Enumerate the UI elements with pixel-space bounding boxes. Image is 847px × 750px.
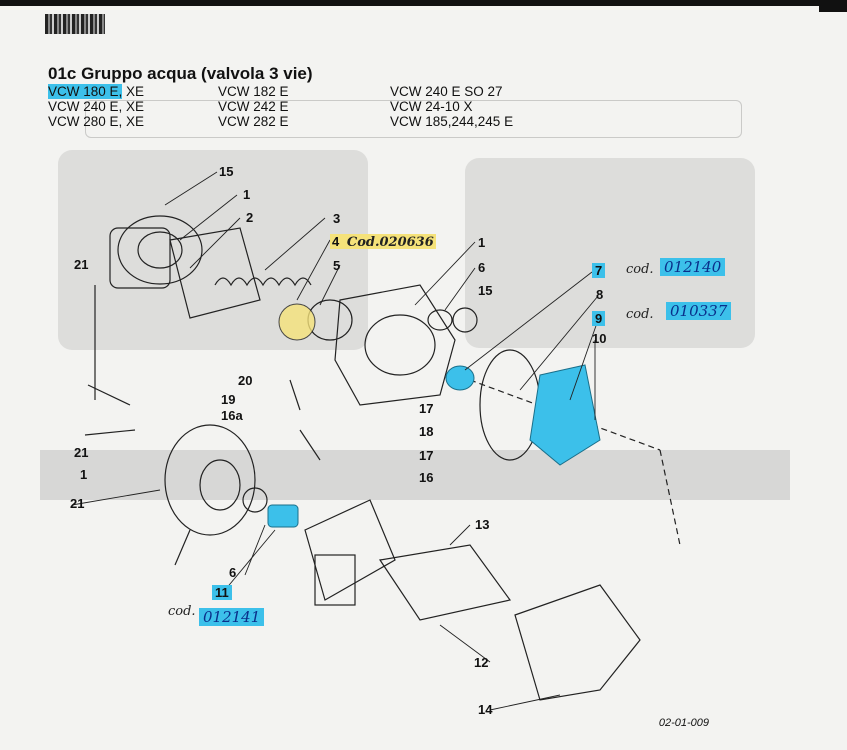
callout-1: 1: [243, 187, 251, 202]
callout-13: 13: [475, 517, 490, 532]
figure-id: 02-01-009: [658, 717, 709, 729]
top-rule-right: [819, 6, 847, 12]
cod-label-7: cod.: [626, 262, 654, 277]
callout-1c: 1: [80, 467, 88, 482]
callout-5: 5: [333, 258, 341, 273]
callout-7: 7: [592, 263, 606, 278]
part4-code-note: Cod.020636: [346, 235, 434, 250]
model-item: VCW 185,244,245 E: [390, 114, 514, 129]
callout-7-number: 7: [592, 263, 606, 278]
model-column-1: VCW 180 E, XE VCW 240 E, XE VCW 280 E, X…: [48, 84, 145, 129]
callout-16a: 16a: [221, 408, 243, 423]
callout-8: 8: [596, 287, 604, 302]
callout-15b: 15: [478, 283, 493, 298]
callout-21: 21: [74, 257, 89, 272]
callout-17b: 17: [419, 448, 434, 463]
ghost-note-frame: [85, 100, 742, 138]
model-item: VCW 282 E: [218, 114, 289, 129]
callout-10: 10: [592, 331, 607, 346]
callout-9: 9: [592, 311, 606, 326]
part7-code: 012140: [660, 258, 726, 276]
barcode-icon: [45, 14, 105, 34]
callout-2: 2: [246, 210, 254, 225]
part11-code: 012141: [199, 608, 265, 626]
top-rule: [0, 0, 847, 6]
callout-14: 14: [478, 702, 493, 717]
cod-label-11: cod.: [168, 604, 196, 619]
callout-4-number: 4: [332, 234, 340, 249]
callout-1b: 1: [478, 235, 486, 250]
callout-21c: 21: [70, 496, 85, 511]
callout-4: 4 Cod.020636: [330, 234, 436, 250]
part9-code: 010337: [666, 302, 732, 320]
callout-6: 6: [478, 260, 486, 275]
callout-20: 20: [238, 373, 253, 388]
model-item: VCW 182 E: [218, 84, 289, 99]
callout-11: 11: [212, 585, 232, 600]
callout-6b: 6: [229, 565, 237, 580]
model-column-3: VCW 240 E SO 27 VCW 24-10 X VCW 185,244,…: [390, 84, 513, 129]
cod-label-9: cod.: [626, 307, 654, 322]
model-item: VCW 24-10 X: [390, 99, 473, 114]
callout-19: 19: [221, 392, 236, 407]
callout-16: 16: [419, 470, 434, 485]
model-highlight: VCW 180 E,: [48, 84, 123, 99]
model-item: VCW 242 E: [218, 99, 289, 114]
callout-3: 3: [333, 211, 341, 226]
callout-18: 18: [419, 424, 434, 439]
callout-9-number: 9: [592, 311, 606, 326]
page-title: 01c Gruppo acqua (valvola 3 vie): [48, 64, 313, 83]
model-item: VCW 240 E, XE: [48, 99, 145, 114]
model-item: VCW 280 E, XE: [48, 114, 145, 129]
callout-15: 15: [219, 164, 234, 179]
model-column-2: VCW 182 E VCW 242 E VCW 282 E: [218, 84, 289, 129]
model-item: VCW 240 E SO 27: [390, 84, 503, 99]
callout-17: 17: [419, 401, 434, 416]
callout-11-number: 11: [212, 585, 232, 600]
callout-21b: 21: [74, 445, 89, 460]
callout-12: 12: [474, 655, 489, 670]
